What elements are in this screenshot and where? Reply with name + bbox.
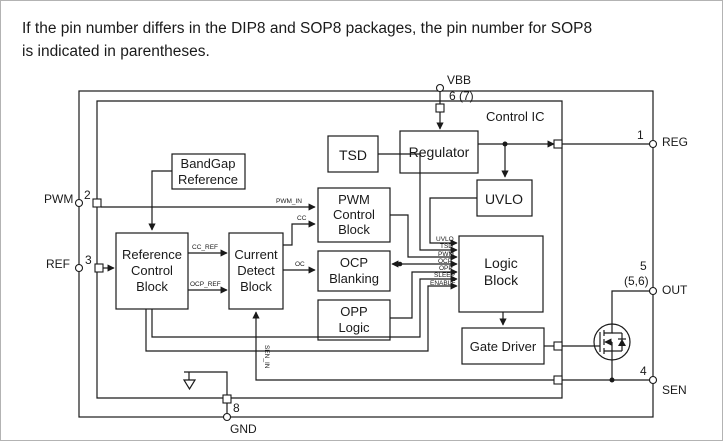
regulator-label: Regulator: [409, 144, 470, 160]
pwm-control-line2: Control: [333, 207, 375, 222]
package-outline: [78, 90, 654, 418]
ref-pin: [74, 263, 84, 273]
reg-pin: [648, 139, 658, 149]
out-pin: [648, 286, 658, 296]
pwm-label: PWM: [44, 192, 73, 206]
ref-pin-number: 3: [85, 253, 92, 267]
gate-driver-block: [461, 327, 545, 365]
ocp-blanking-line1: OCP: [340, 255, 368, 270]
caption: If the pin number differs in the DIP8 an…: [22, 17, 712, 63]
ref-label: REF: [46, 257, 70, 271]
regulator-block: [399, 130, 479, 174]
sen-label: SEN: [662, 383, 687, 397]
pwm-control-line3: Block: [338, 222, 370, 237]
ocp-junction: [397, 261, 403, 267]
vbb-pin: [435, 83, 445, 93]
reg-pin-number: 1: [637, 128, 644, 142]
opp-logic-line2: Logic: [338, 320, 370, 335]
cc-ref-signal-label: CC_REF: [192, 244, 218, 251]
logic-in-sleep: SLEEP: [434, 272, 455, 279]
enable-wire: [145, 282, 458, 352]
ref-pad: [94, 263, 104, 273]
cc-signal-label: CC: [297, 215, 307, 222]
vbb-pad: [435, 103, 445, 113]
reg-pad: [553, 139, 563, 149]
reference-control-line2: Control: [131, 263, 173, 278]
pwm-control-line1: PWM: [338, 192, 370, 207]
pwm-pin-number: 2: [84, 188, 91, 202]
opp-logic-block: [317, 299, 391, 341]
pwm-to-logic-wire: [390, 214, 458, 261]
gnd-pad: [222, 394, 232, 404]
pwm-control-block: [317, 187, 391, 243]
opp-to-logic-wire: [390, 268, 458, 319]
gate-pad: [553, 341, 563, 351]
sen-in-wire: [252, 311, 554, 381]
pwm-pad: [92, 198, 102, 208]
bandgap-reference-block: [171, 153, 246, 190]
out-pin-number-sop: (5,6): [624, 274, 649, 288]
ocp-blanking-line2: Blanking: [329, 271, 379, 286]
logic-block: [458, 235, 544, 313]
caption-line-2: is indicated in parentheses.: [22, 43, 210, 60]
out-label: OUT: [662, 283, 688, 297]
logic-in-pwm: PWM: [438, 251, 454, 258]
ocp-ref-signal-label: OCP_REF: [190, 281, 221, 288]
logic-line1: Logic: [484, 255, 517, 271]
power-mosfet-symbol: [593, 323, 631, 361]
uvlo-block: [476, 179, 533, 217]
pwm-pin: [74, 198, 84, 208]
reference-control-block: [115, 232, 189, 310]
current-detect-line3: Block: [240, 279, 272, 294]
gnd-pin-number: 8: [233, 401, 240, 415]
sen-in-signal-label: SEN_IN: [263, 345, 270, 369]
current-detect-line1: Current: [234, 247, 278, 262]
uvlo-label: UVLO: [485, 191, 523, 207]
vbb-pin-number: 6 (7): [449, 89, 474, 103]
gnd-label: GND: [230, 422, 257, 436]
logic-in-enable: ENABLE: [430, 280, 456, 287]
logic-in-uvlo: UVLO: [436, 236, 454, 243]
pwm-in-signal-label: PWM_IN: [276, 198, 302, 205]
uvlo-to-logic-wire: [429, 197, 477, 247]
logic-in-tsd: TSD: [440, 243, 453, 250]
out-pin-number: 5: [640, 259, 647, 273]
logic-input-bus: UVLO TSD PWM OCP OPP SLEEP ENABLE: [145, 153, 477, 352]
current-detect-line2: Detect: [237, 263, 275, 278]
bandgap-to-reference-wire: [148, 170, 172, 231]
cc-wire: [283, 220, 316, 246]
logic-in-ocp: OCP: [438, 258, 452, 265]
tsd-to-logic-wire: [378, 153, 458, 254]
reference-control-line3: Block: [136, 279, 168, 294]
bandgap-label-line1: BandGap: [181, 156, 236, 171]
reg-label: REG: [662, 135, 688, 149]
out-wire: [611, 290, 650, 324]
gnd-pin: [222, 412, 232, 422]
logic-in-opp: OPP: [439, 265, 453, 272]
control-ic-label: Control IC: [486, 109, 545, 124]
vbb-label: VBB: [447, 73, 471, 87]
bandgap-label-line2: Reference: [178, 172, 238, 187]
current-detect-block: [228, 232, 284, 310]
ocp-blanking-block: [317, 250, 391, 292]
gate-driver-label: Gate Driver: [470, 339, 537, 354]
control-ic-outline: [96, 100, 563, 399]
reference-control-line1: Reference: [122, 247, 182, 262]
opp-logic-line1: OPP: [340, 304, 367, 319]
logic-line2: Block: [484, 272, 519, 288]
ground-symbol: [182, 379, 197, 391]
ground-wire: [184, 371, 228, 395]
sen-pin-number: 4: [640, 364, 647, 378]
tsd-label: TSD: [339, 147, 367, 163]
oc-signal-label: OC: [295, 261, 305, 268]
sleep-wire: [151, 275, 458, 338]
sen-pad: [553, 375, 563, 385]
sen-pin: [648, 375, 658, 385]
caption-line-1: If the pin number differs in the DIP8 an…: [22, 20, 593, 37]
